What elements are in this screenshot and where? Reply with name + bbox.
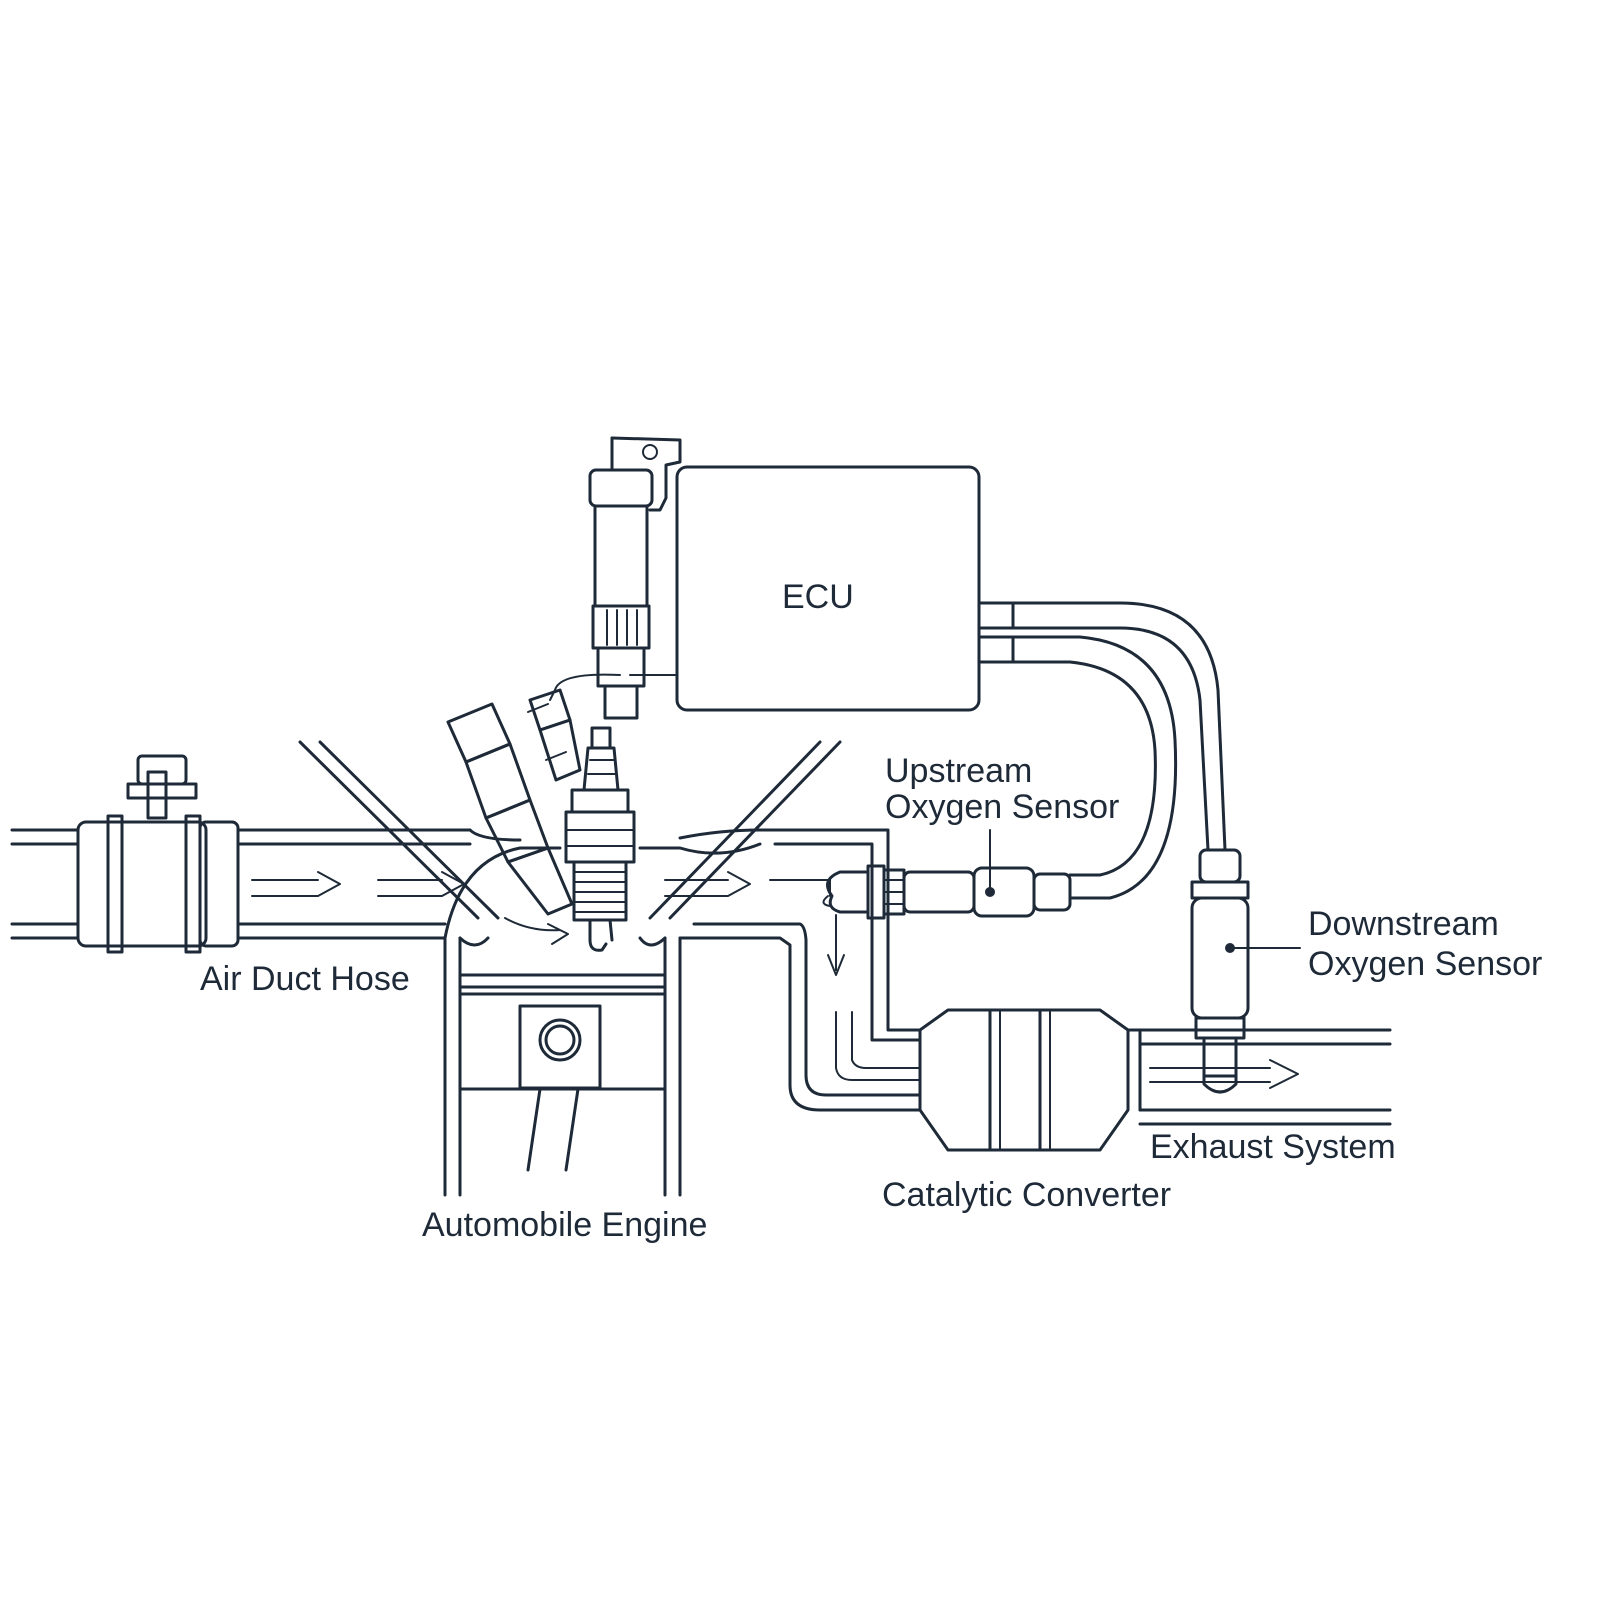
exhaust-pipe <box>678 828 922 1112</box>
catalytic-converter <box>918 1008 1142 1152</box>
engine-cylinder <box>298 740 842 1197</box>
downstream-label-line1: Downstream <box>1308 905 1499 943</box>
air-duct-hose-label: Air Duct Hose <box>200 960 410 998</box>
upstream-label-line2: Oxygen Sensor <box>885 788 1119 826</box>
fuel-injector <box>446 688 582 916</box>
automobile-engine-label: Automobile Engine <box>422 1206 707 1244</box>
exhaust-system-label: Exhaust System <box>1150 1128 1396 1166</box>
ignition-coil <box>588 436 682 720</box>
upstream-label-line1: Upstream <box>885 752 1032 790</box>
upstream-oxygen-sensor <box>826 829 1072 920</box>
ecu-label: ECU <box>782 578 854 616</box>
ecu-box: ECU <box>675 465 981 712</box>
downstream-label-line2: Oxygen Sensor <box>1308 945 1542 983</box>
ecu-sensor-wiring <box>549 601 1227 900</box>
exhaust-tailpipe <box>1138 1028 1392 1126</box>
air-duct-hose <box>10 754 472 954</box>
downstream-oxygen-sensor <box>1190 848 1301 1094</box>
labels: Upstream Oxygen Sensor Downstream Oxygen… <box>200 752 1542 1244</box>
catalytic-converter-label: Catalytic Converter <box>882 1176 1171 1214</box>
spark-plug <box>564 726 636 952</box>
